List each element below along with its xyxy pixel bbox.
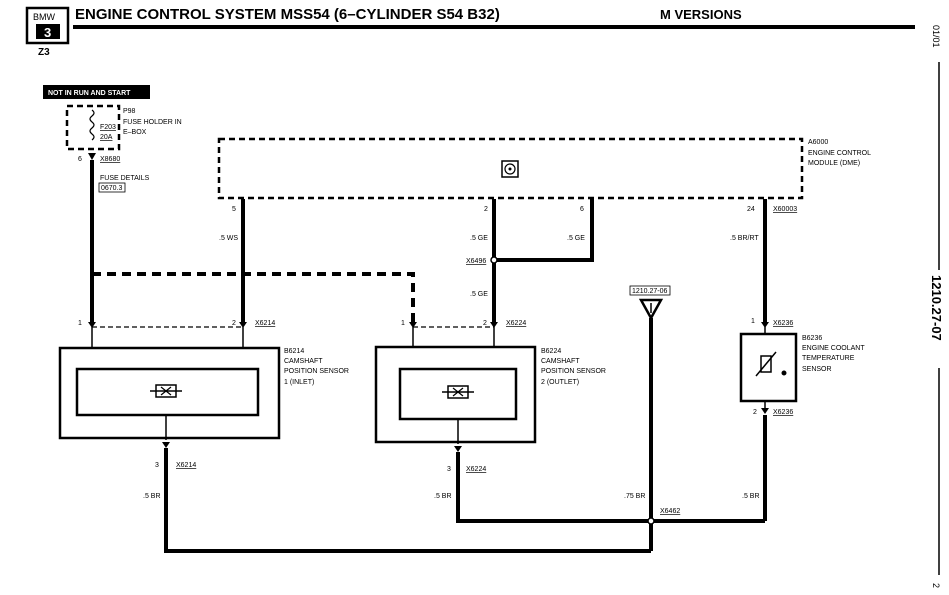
dme-pin-5: 5 bbox=[232, 206, 236, 213]
fuse-section: NOT IN RUN AND START P98 FUSE HOLDER IN … bbox=[43, 85, 182, 193]
notice-text: NOT IN RUN AND START bbox=[48, 90, 131, 97]
dme-box bbox=[217, 137, 804, 200]
coolant-line2: TEMPERATURE bbox=[802, 355, 855, 362]
notice-badge bbox=[43, 85, 150, 99]
dme-id: A6000 bbox=[808, 139, 828, 146]
wire-ge-1: .5 GE bbox=[470, 235, 488, 242]
sensor1-element bbox=[75, 367, 260, 417]
wire-ge-2: .5 GE bbox=[567, 235, 585, 242]
sensor1-symbol-icon bbox=[150, 384, 182, 398]
sensor1-line1: CAMSHAFT bbox=[284, 358, 323, 365]
sensor2-connector-bottom: X6224 bbox=[466, 466, 486, 473]
fuse-connector: X8680 bbox=[100, 156, 120, 163]
model-label: Z3 bbox=[38, 47, 50, 58]
dme-pin-6: 6 bbox=[580, 206, 584, 213]
wires bbox=[90, 160, 767, 553]
coolant-temp-sensor: 1 X6236 B6236 ENGINE COOLANT TEMPERATURE… bbox=[739, 318, 865, 416]
splice-br-label: X6462 bbox=[660, 508, 680, 515]
sensor2-line1: CAMSHAFT bbox=[541, 358, 580, 365]
connector-markers bbox=[88, 322, 769, 452]
page-code: 1210.27-07 bbox=[929, 275, 944, 341]
splice-x6462 bbox=[647, 517, 655, 525]
ground-ref-label: 1210.27-06 bbox=[632, 288, 668, 295]
wire-ws: .5 WS bbox=[219, 235, 238, 242]
dme-line2: MODULE (DME) bbox=[808, 160, 860, 167]
fuse-pin: 6 bbox=[78, 156, 82, 163]
sensor2-pin3: 3 bbox=[447, 466, 451, 473]
coolant-housing bbox=[739, 332, 798, 403]
splices bbox=[490, 256, 655, 525]
coolant-connector-bottom: X6236 bbox=[773, 409, 793, 416]
coolant-pin1: 1 bbox=[751, 318, 755, 325]
coolant-line3: SENSOR bbox=[802, 366, 832, 373]
fuse-holder-line2: E–BOX bbox=[123, 129, 147, 136]
wire-br-2: .5 BR bbox=[434, 493, 452, 500]
wire-labels: .5 WS .5 GE .5 GE .5 GE X6496 .5 BR/RT .… bbox=[143, 235, 760, 515]
side-margin: 01/01 1210.27-07 2 bbox=[929, 25, 944, 588]
version-label: M VERSIONS bbox=[660, 7, 742, 22]
fuse-symbol bbox=[89, 109, 95, 141]
dme-icon bbox=[501, 160, 519, 178]
ground-arrow-icon bbox=[638, 298, 664, 321]
page-title: ENGINE CONTROL SYSTEM MSS54 (6–CYLINDER … bbox=[75, 6, 500, 23]
sensor1-pin3: 3 bbox=[155, 462, 159, 469]
logo-model: 3 bbox=[44, 25, 51, 40]
sensor2-housing bbox=[374, 345, 537, 444]
fuse-details-label: FUSE DETAILS bbox=[100, 175, 150, 182]
sensor1-pin1: 1 bbox=[78, 320, 82, 327]
wire-br-3: .75 BR bbox=[624, 493, 645, 500]
sensor1-line2: POSITION SENSOR bbox=[284, 368, 349, 375]
fuse-rating: 20A bbox=[100, 134, 113, 141]
fuse-id: F203 bbox=[100, 124, 116, 131]
bmw-logo: BMW 3 Z3 bbox=[25, 6, 70, 58]
sensor2-element bbox=[398, 367, 518, 421]
sensor1-id: B6214 bbox=[284, 348, 304, 355]
fuse-details-ref: 0670.3 bbox=[101, 185, 123, 192]
wire-br-1: .5 BR bbox=[143, 493, 161, 500]
dme-line1: ENGINE CONTROL bbox=[808, 150, 871, 157]
fuse-holder-line1: FUSE HOLDER IN bbox=[123, 119, 182, 126]
logo-brand: BMW bbox=[33, 12, 56, 22]
wire-ge-3: .5 GE bbox=[470, 291, 488, 298]
ground-reference: 1210.27-06 bbox=[629, 285, 671, 321]
sensor2-pin1: 1 bbox=[401, 320, 405, 327]
sensor2-pin2: 2 bbox=[483, 320, 487, 327]
sensor2-symbol-icon bbox=[442, 385, 474, 399]
sensor2-id: B6224 bbox=[541, 348, 561, 355]
thermistor-icon bbox=[755, 351, 787, 377]
sensor1-housing bbox=[58, 346, 281, 440]
splice-ge-label: X6496 bbox=[466, 258, 486, 265]
camshaft-sensor-1: 1 2 X6214 B6214 CAMSHAFT POSITION SENSOR… bbox=[58, 320, 349, 469]
sensor1-line3: 1 (INLET) bbox=[284, 379, 314, 386]
sensor1-pin2: 2 bbox=[232, 320, 236, 327]
sensor2-connector-top: X6224 bbox=[506, 320, 526, 327]
dme-module: A6000 ENGINE CONTROL MODULE (DME) 5 2 6 … bbox=[217, 137, 871, 213]
coolant-line1: ENGINE COOLANT bbox=[802, 345, 865, 352]
coolant-connector-top: X6236 bbox=[773, 320, 793, 327]
dme-pin-2: 2 bbox=[484, 206, 488, 213]
page-number: 2 bbox=[931, 583, 941, 588]
coolant-pin2: 2 bbox=[753, 409, 757, 416]
sensor2-line2: POSITION SENSOR bbox=[541, 368, 606, 375]
header-rule bbox=[73, 25, 915, 29]
camshaft-sensor-2: 1 2 X6224 B6224 CAMSHAFT POSITION SENSOR… bbox=[374, 320, 606, 473]
fuse-holder-id: P98 bbox=[123, 108, 136, 115]
date-label: 01/01 bbox=[931, 25, 941, 48]
dme-pin-24: 24 bbox=[747, 206, 755, 213]
header: BMW 3 Z3 ENGINE CONTROL SYSTEM MSS54 (6–… bbox=[25, 6, 915, 58]
wire-br-rt: .5 BR/RT bbox=[730, 235, 759, 242]
sensor2-line3: 2 (OUTLET) bbox=[541, 379, 579, 386]
splice-x6496 bbox=[490, 256, 498, 264]
dme-connector: X60003 bbox=[773, 206, 797, 213]
fuse-holder-box bbox=[65, 104, 121, 151]
sensor1-connector-bottom: X6214 bbox=[176, 462, 196, 469]
wire-br-4: .5 BR bbox=[742, 493, 760, 500]
coolant-id: B6236 bbox=[802, 335, 822, 342]
sensor1-connector-top: X6214 bbox=[255, 320, 275, 327]
